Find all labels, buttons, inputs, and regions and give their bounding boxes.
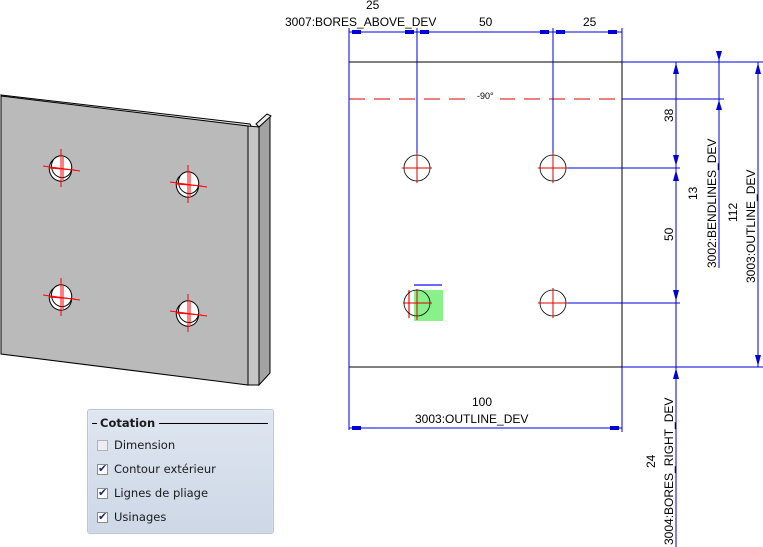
top-dim-middle: 50 xyxy=(479,15,493,29)
3d-part-view[interactable] xyxy=(0,0,300,400)
checkbox-contour-exterieur[interactable]: ✔ xyxy=(97,461,108,475)
check-icon: ✔ xyxy=(98,509,108,523)
flange-top xyxy=(255,113,272,128)
bore-hole[interactable] xyxy=(402,153,432,183)
bore-hole[interactable] xyxy=(538,288,568,318)
checkbox-lignes-de-pliage[interactable]: ✔ xyxy=(97,485,108,499)
option-usinages[interactable]: ✔ Usinages xyxy=(97,510,166,524)
plate-face[interactable] xyxy=(0,95,249,386)
top-dim-first: 25 xyxy=(366,0,380,12)
right-dim-50: 50 xyxy=(662,227,676,241)
bore-hole-3d[interactable] xyxy=(42,149,81,187)
title-divider xyxy=(159,422,268,424)
bottom-dim-value: 100 xyxy=(472,395,492,409)
cotation-panel: Cotation Dimension ✔ Contour extérieur ✔… xyxy=(87,409,274,534)
bend-angle-label: -90° xyxy=(477,91,494,101)
option-dimension[interactable]: Dimension xyxy=(97,438,175,452)
flange-face xyxy=(258,114,271,387)
option-label: Dimension xyxy=(114,438,176,452)
bores-right-label: 3004:BORES_RIGHT_DEV xyxy=(662,398,676,545)
option-label: Contour extérieur xyxy=(114,462,216,476)
collapse-icon[interactable] xyxy=(92,422,97,424)
right-dim-38: 38 xyxy=(662,108,676,122)
outline-rect xyxy=(348,61,623,368)
bore-hole-3d[interactable] xyxy=(169,165,208,203)
bendlines-value: 13 xyxy=(686,186,700,200)
outline-height-label: 3003:OUTLINE_DEV xyxy=(744,170,758,283)
check-icon: ✔ xyxy=(98,485,108,499)
panel-title: Cotation xyxy=(100,416,156,430)
option-label: Lignes de pliage xyxy=(114,486,209,500)
option-label: Usinages xyxy=(114,510,167,524)
option-contour-exterieur[interactable]: ✔ Contour extérieur xyxy=(97,462,216,476)
option-lignes-de-pliage[interactable]: ✔ Lignes de pliage xyxy=(97,486,208,500)
bendlines-label: 3002:BENDLINES_DEV xyxy=(705,139,719,268)
checkbox-usinages[interactable]: ✔ xyxy=(97,509,108,523)
dimension-arrows xyxy=(352,30,761,430)
bore-hole-3d[interactable] xyxy=(169,294,208,332)
outline-height-value: 112 xyxy=(726,203,740,222)
bottom-dim-label: 3003:OUTLINE_DEV xyxy=(415,412,528,426)
panel-title-row: Cotation xyxy=(92,416,268,430)
check-icon: ✔ xyxy=(98,461,108,475)
bore-hole-3d[interactable] xyxy=(42,278,81,316)
checkbox-dimension[interactable] xyxy=(97,439,108,451)
top-dim-last: 25 xyxy=(583,15,597,29)
bend-strip xyxy=(247,125,260,386)
top-dim-label: 3007:BORES_ABOVE_DEV xyxy=(285,15,436,29)
bores-right-value: 24 xyxy=(644,454,658,468)
dimension-lines xyxy=(348,28,763,547)
selection-highlight xyxy=(414,290,443,321)
bore-hole[interactable] xyxy=(538,153,568,183)
